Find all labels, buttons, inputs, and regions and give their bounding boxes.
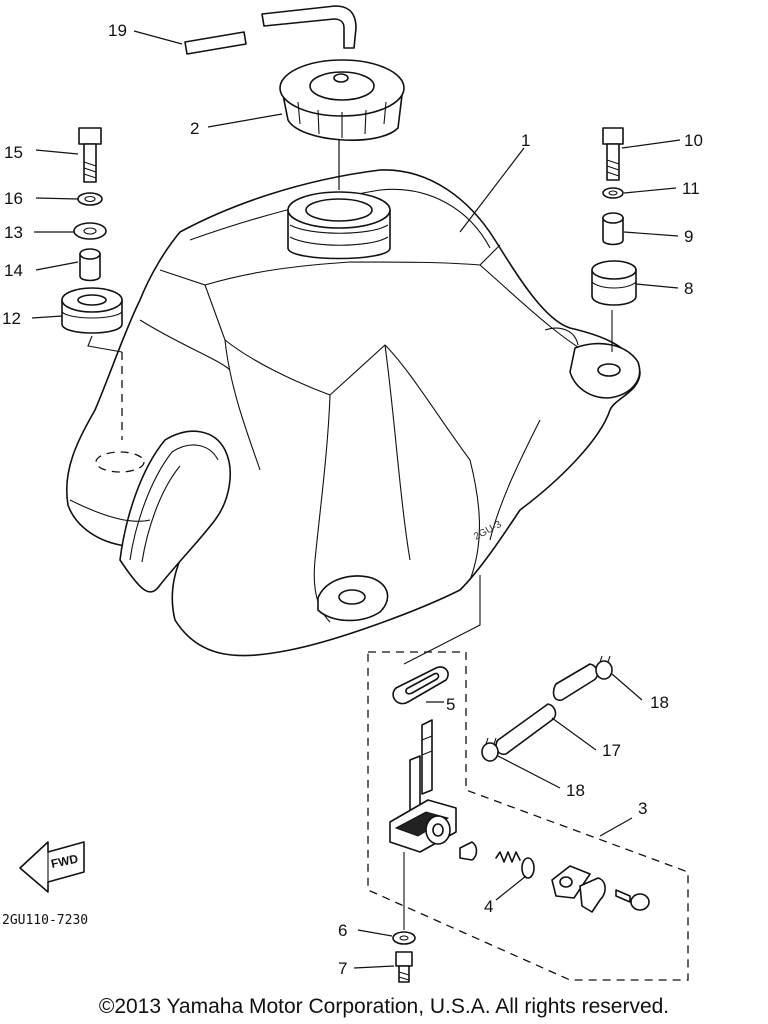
packing-6 [392,931,416,945]
hose-clip-18-upper [595,655,613,680]
hose-clip-18-lower [481,737,499,762]
callout-1: 1 [521,131,530,150]
callout-2: 2 [190,119,199,138]
drain-screw-7 [395,951,413,983]
callout-15: 15 [4,143,23,162]
fwd-arrow-icon: FWD [19,841,85,893]
breather-hose [184,5,357,55]
collar-9 [602,212,624,246]
callout-4: 4 [484,897,493,916]
callout-18-lower: 18 [566,781,585,800]
callout-11: 11 [682,179,700,198]
lever-seal [459,841,478,861]
diagram-code: 2GU110-7230 [2,913,88,928]
callout-10: 10 [684,131,703,150]
callout-12: 12 [2,309,21,328]
damper-8 [591,260,637,306]
fuel-cock-assembly-3 [367,575,689,981]
callout-18-upper: 18 [650,693,669,712]
fwd-label: FWD [50,851,80,870]
callout-17: 17 [602,741,621,760]
copyright-notice: ©2013 Yamaha Motor Corporation, U.S.A. A… [98,995,670,1018]
plate-screw [615,889,650,911]
damper-12 [61,287,123,334]
spring [495,851,521,863]
washer-16 [77,192,103,206]
fuel-tank-exploded-diagram: 2GU-3 [2,5,703,983]
callout-numbers: 19 2 1 15 16 13 14 12 10 11 9 8 5 18 17 … [2,21,703,978]
filler-neck [287,191,391,260]
petcock-leader [403,575,481,665]
callout-6: 6 [338,921,347,940]
callout-8: 8 [684,279,693,298]
o-ring-4 [521,857,535,879]
gasket-5 [392,666,449,705]
callout-3: 3 [638,799,647,818]
bolt-10 [602,127,624,181]
callout-16: 16 [4,189,23,208]
fuel-cap [279,59,405,141]
callout-13: 13 [4,223,23,242]
callout-5: 5 [446,695,455,714]
leader-lines [31,30,681,969]
lever-plate [551,865,606,913]
bolt-15 [78,127,102,183]
callout-7: 7 [338,959,347,978]
left-mount-leader [87,335,123,353]
callout-9: 9 [684,227,693,246]
collar-14 [79,248,101,282]
callout-14: 14 [4,261,23,280]
cock-body [389,799,457,853]
callout-19: 19 [108,21,127,40]
fuel-tank: 2GU-3 [65,169,641,657]
washer-11 [602,187,624,199]
washer-13 [73,222,107,240]
